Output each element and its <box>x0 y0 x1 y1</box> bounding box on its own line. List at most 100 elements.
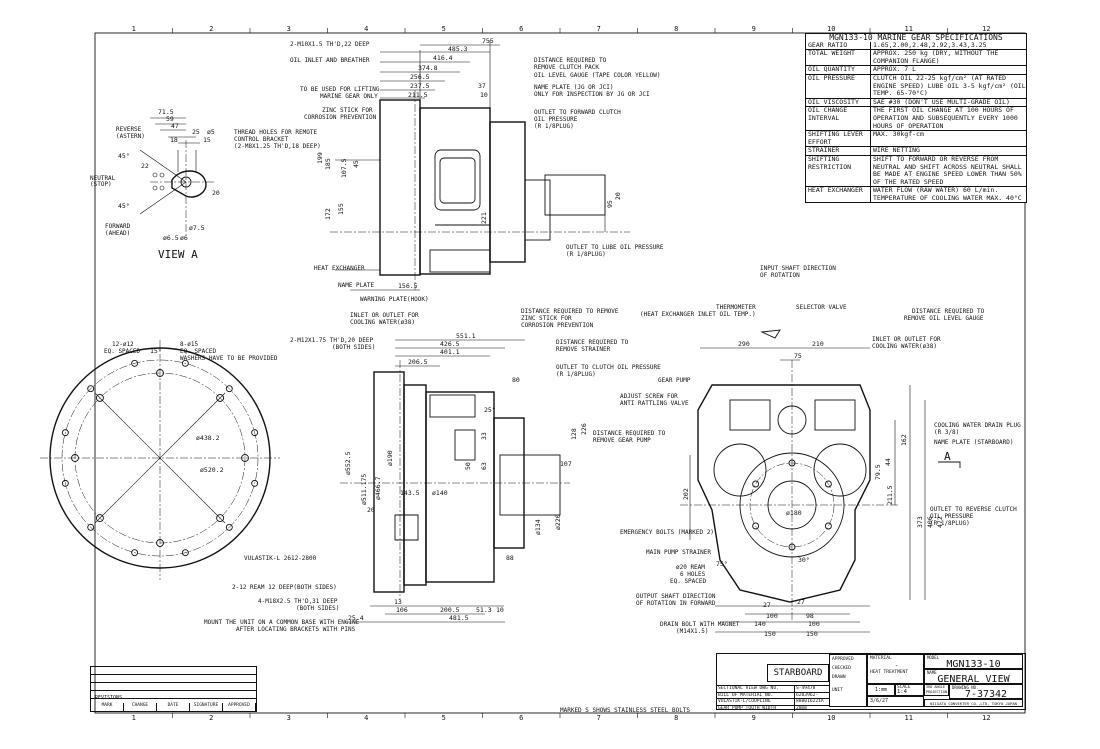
grid-label-bottom-11: 11 <box>904 714 913 722</box>
end-callout-thermo-1: THERMOMETER <box>716 304 756 311</box>
side-dim-20: 20 <box>367 506 375 514</box>
flange-label-washers: WASHERS HAVE TO BE PROVIDED <box>180 355 278 362</box>
reference-value: 888016221A <box>796 699 824 704</box>
model-label: MODEL <box>927 655 940 660</box>
end-callout-emergency: EMERGENCY BOLTS (MARKED 2) <box>620 529 714 536</box>
view-a-dim-phi6: ø6 <box>180 234 188 242</box>
grid-label-bottom-10: 10 <box>827 714 836 722</box>
grid-label-bottom-5: 5 <box>441 714 446 722</box>
approved-label: APPROVED <box>832 657 854 662</box>
view-a <box>139 117 215 235</box>
reference-value: 6203962- <box>796 692 819 698</box>
view-a-label-forward: FORWARD <box>105 223 131 230</box>
spec-value: CLUTCH OIL 22-25 kgf/cm² (AT RATED ENGIN… <box>873 73 1026 98</box>
end-dim-79: 79.5 <box>874 464 882 480</box>
grid-label-bottom-4: 4 <box>364 714 369 722</box>
output-flange-hole <box>824 480 832 488</box>
drawing-no-value: 7-37342 <box>964 689 1008 699</box>
end-callout-cooling-1: INLET OR OUTLET FOR <box>872 336 941 343</box>
flange-inner-hole <box>241 454 249 462</box>
flange-inner-hole <box>216 393 225 402</box>
top-callout-lifting-2: MARINE GEAR ONLY <box>320 93 378 100</box>
side-callout-zinc-3: CORROSION PREVENTION <box>521 322 594 329</box>
end-dim-44: 44 <box>884 458 892 466</box>
spec-title: MGN133-10 MARINE GEAR SPECIFICATIONS <box>829 33 1003 42</box>
top-dim-211: 211.5 <box>408 91 428 99</box>
side-dim-80: 80 <box>512 376 520 384</box>
end-callout-drainplug-2: (R 3/8) <box>934 429 959 436</box>
approval-box: APPROVED CHECKED DRAWN UNIT <box>829 654 867 707</box>
company-name: NIIGATA CONVERTER CO.,LTD. TOKYO JAPAN <box>930 701 1017 706</box>
projection-box: 3RD ANGLE PROJECTION <box>924 684 949 696</box>
end-callout-reverse-3: (R 1/8PLUG) <box>930 520 970 527</box>
flange-outer-hole <box>131 549 139 557</box>
grid-label-bottom-8: 8 <box>674 714 679 722</box>
end-callout-input-2: OF ROTATION <box>760 272 800 279</box>
end-callout-selector: SELECTOR VALVE <box>796 304 847 311</box>
top-dim-416: 416.4 <box>433 54 453 62</box>
top-callout-nameplate-1: NAME PLATE (JG OR JCI) <box>534 84 613 91</box>
top-dim-374: 374.8 <box>418 64 438 72</box>
view-a-dim-45a: 45° <box>118 152 130 160</box>
spec-key: OIL QUANTITY <box>806 66 871 74</box>
top-dim-256: 256.5 <box>410 73 430 81</box>
unit-value: 1:mm <box>874 687 888 693</box>
reference-row: BILL OF MATERIAL NO.6203962- <box>717 691 829 698</box>
side-callout-zinc-2: ZINC STICK FOR <box>521 315 572 322</box>
side-dim-63: 63 <box>480 462 488 470</box>
end-callout-nameplate: NAME PLATE (STARBOARD) <box>934 439 1013 446</box>
flange-outer-hole <box>181 359 189 367</box>
top-dim-107: 107.5 <box>340 158 348 178</box>
revision-column-header: CHANGE <box>124 703 157 711</box>
view-a-dim-22: 22 <box>141 162 149 170</box>
view-a-dim-71-5: 71.5 <box>158 108 174 116</box>
top-callout-nameplate-2: ONLY FOR INSPECTION BY JG OR JCI <box>534 91 650 98</box>
flange-view <box>40 340 280 580</box>
grid-label-top-7: 7 <box>596 25 601 33</box>
spec-key: HEAT EXCHANGER <box>806 186 871 203</box>
flange-outer-hole <box>251 429 259 437</box>
top-callout-zinc-2: CORROSION PREVENTION <box>304 114 377 121</box>
view-a-dim-phi65: ø6.5 <box>163 234 179 242</box>
spec-value: SHIFT TO FORWARD OR REVERSE FROM NEUTRAL… <box>873 154 1022 186</box>
side-dim-511: ø511.175 <box>360 474 368 505</box>
reference-value: 28mm <box>796 705 808 711</box>
flange-outer-hole <box>87 385 95 393</box>
scale-label: SCALE <box>897 685 911 690</box>
grid-label-bottom-2: 2 <box>209 714 214 722</box>
flange-label-12-holes: 12-ø12 <box>112 341 134 348</box>
side-callout-pump-1: DISTANCE REQUIRED TO <box>593 430 666 437</box>
spec-key: GEAR RATIO <box>806 41 871 50</box>
reference-key: SECTIONAL VIEW DWG NO. <box>717 686 795 692</box>
grid-label-bottom-6: 6 <box>519 714 524 722</box>
top-callout-nameplate: NAME PLATE <box>338 282 375 289</box>
end-callout-reverse-1: OUTLET TO REVERSE CLUTCH <box>930 506 1017 513</box>
reference-row: SECTIONAL VIEW DWG NO.S-49478 <box>717 685 829 692</box>
material-box: MATERIAL - HEAT TREATMENT <box>867 654 924 684</box>
reference-key: BILL OF MATERIAL NO. <box>717 692 795 698</box>
end-dim-290: 290 <box>738 340 750 348</box>
output-flange-hole <box>752 522 760 530</box>
reference-value: S-49478 <box>796 686 816 691</box>
spec-value: MAX. 30kgf-cm <box>873 130 924 139</box>
end-callout-gearpump: GEAR PUMP <box>658 377 691 384</box>
flange-outer-hole <box>131 359 139 367</box>
side-dim-140: ø140 <box>432 489 448 497</box>
side-callout-strainer-2: REMOVE STRAINER <box>556 346 611 353</box>
revision-column-header: APPROVED <box>223 703 256 711</box>
view-a-dim-20: 20 <box>212 189 220 197</box>
side-dim-466: ø466.7 <box>374 476 382 500</box>
side-dim-220: ø220 <box>554 514 562 530</box>
top-callout-clutch-1: DISTANCE REQUIRED TO <box>534 57 607 64</box>
view-a-label-reverse: REVERSE <box>116 126 142 133</box>
end-callout-adjust-2: ANTI RATTLING VALVE <box>620 400 689 407</box>
starboard-box: STARBOARD <box>767 664 829 682</box>
end-dim-100a: 100 <box>766 612 778 620</box>
company-box: NIIGATA CONVERTER CO.,LTD. TOKYO JAPAN <box>924 699 1023 707</box>
grid-ticks-top <box>172 28 948 33</box>
